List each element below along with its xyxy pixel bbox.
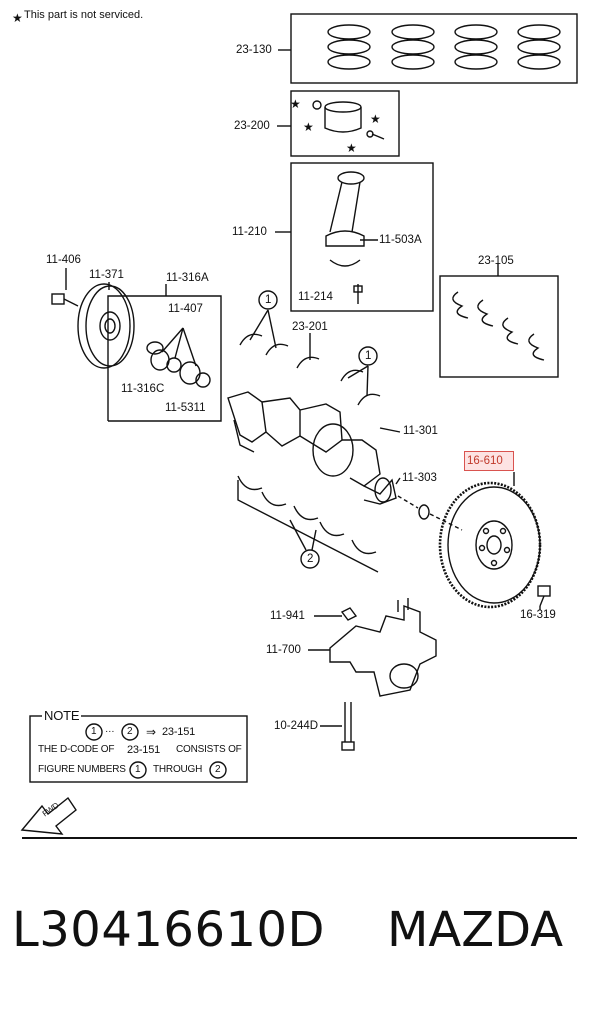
label-main-bearing-upper[interactable]: 23-201 <box>292 321 328 333</box>
oil-seal-box <box>107 295 222 422</box>
note-circle-2: 2 <box>127 726 133 737</box>
cap-bolt <box>341 702 355 751</box>
piston-rings-box <box>290 13 578 84</box>
key-part <box>340 607 358 621</box>
label-seal-c[interactable]: 11-316C <box>121 383 165 395</box>
note-box <box>29 715 248 783</box>
note-line2-a: THE D-CODE OF <box>38 744 115 755</box>
note-line3-a: FIGURE NUMBERS <box>38 764 126 775</box>
note-dots: ··· <box>105 726 115 737</box>
pulley-bolt <box>51 293 79 307</box>
label-rod-nut[interactable]: 11-214 <box>298 291 333 303</box>
crankshaft <box>227 391 397 505</box>
label-bearing-cap[interactable]: 11-700 <box>266 644 301 656</box>
star-icon: ★ <box>303 120 314 134</box>
label-connecting-rod[interactable]: 11-210 <box>232 226 267 238</box>
label-rod-bolt[interactable]: 11-503A <box>379 234 422 246</box>
label-piston[interactable]: 23-200 <box>234 120 270 132</box>
label-rod-bearing[interactable]: 23-105 <box>478 255 514 267</box>
note-line2-c: CONSISTS OF <box>176 744 242 755</box>
label-seal-group[interactable]: 11-407 <box>168 303 203 315</box>
label-oil-seal-kit[interactable]: 11-316A <box>166 272 209 284</box>
piston-box <box>290 90 400 157</box>
callout-1: 1 <box>365 350 372 362</box>
bearing-cap <box>329 598 437 697</box>
label-cap-bolt[interactable]: 10-244D <box>274 720 319 732</box>
star-icon: ★ <box>290 97 301 111</box>
label-pulley-bolt[interactable]: 11-406 <box>46 254 81 266</box>
note-title: NOTE <box>42 708 82 723</box>
connecting-rod-box <box>290 162 434 312</box>
main-bearings-upper <box>239 309 381 406</box>
rod-bearings <box>452 291 545 361</box>
label-pilot-bearing[interactable]: 11-303 <box>402 472 437 484</box>
rod-bearing-box <box>439 275 559 378</box>
label-key[interactable]: 11-941 <box>270 610 305 622</box>
label-pulley[interactable]: 11-371 <box>89 269 124 281</box>
callout-2: 2 <box>307 553 314 565</box>
label-seal-ring[interactable]: 11-5311 <box>165 402 206 414</box>
brand-name: MAZDA <box>387 902 564 958</box>
pilot-bearing <box>418 504 430 520</box>
label-piston-rings[interactable]: 23-130 <box>236 44 272 56</box>
note-arrow: ⇒ <box>146 725 156 739</box>
highlight-box <box>464 451 514 471</box>
note-circle-2b: 2 <box>215 764 221 775</box>
main-bearings-lower <box>237 475 379 573</box>
connecting-rod <box>325 171 365 304</box>
flywheel-bolt <box>537 585 551 610</box>
label-flywheel-bolt[interactable]: 16-319 <box>520 609 556 621</box>
note-circle-1: 1 <box>91 726 97 737</box>
note-line3-b: THROUGH <box>153 764 203 775</box>
label-flywheel[interactable]: 16-610 <box>467 455 503 467</box>
note-line2-b: 23-151 <box>127 744 161 756</box>
star-icon: ★ <box>12 11 23 25</box>
seals <box>146 327 211 388</box>
callout-1: 1 <box>265 294 272 306</box>
star-icon: ★ <box>370 112 381 126</box>
fwd-arrow-shape <box>20 796 77 835</box>
note-code: 23-151 <box>162 726 196 738</box>
star-icon: ★ <box>346 141 357 155</box>
crank-pulley <box>77 283 135 369</box>
part-number: L30416610D <box>12 902 326 958</box>
label-crankshaft[interactable]: 11-301 <box>403 425 438 437</box>
piston-ring-set <box>327 24 561 70</box>
note-circle-1b: 1 <box>135 764 141 775</box>
piston <box>312 100 385 140</box>
flywheel <box>438 481 542 609</box>
legend: This part is not serviced. <box>24 9 144 21</box>
